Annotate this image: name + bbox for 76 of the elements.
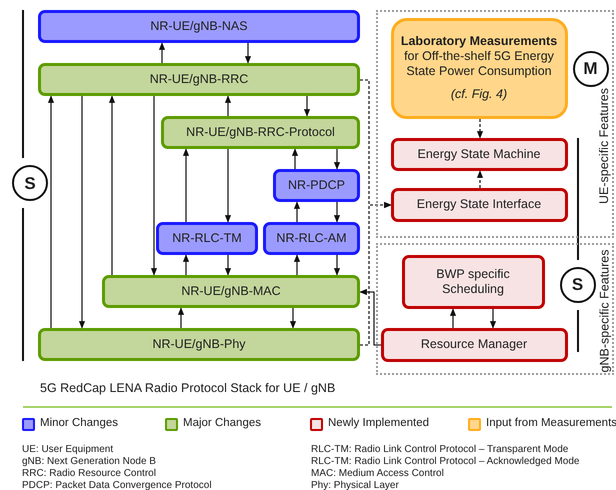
arrow	[182, 148, 190, 222]
module-box	[38, 10, 360, 43]
arrow	[158, 42, 166, 63]
abbreviation-note: Phy: Physical Layer	[311, 480, 399, 490]
category-circle	[560, 266, 596, 302]
module-label: Energy State Interface	[416, 197, 542, 212]
legend-label: Minor Changes	[40, 417, 118, 429]
module-box	[102, 275, 360, 308]
module-label: for Off-the-shelf 5G Energy State Power Consumption	[403, 49, 555, 79]
module-label: Energy State Machine	[418, 146, 540, 162]
legend-label: Newly Implemented	[328, 417, 429, 429]
abbreviation-note: gNB: Next Generation Node B	[22, 456, 156, 468]
module-box	[38, 63, 360, 96]
module-label: NR-UE/gNB-RRC	[150, 72, 248, 87]
arrow	[224, 255, 232, 276]
circle-letter: S	[24, 176, 36, 190]
arrow	[178, 307, 184, 328]
arrow	[150, 96, 158, 276]
arrow	[108, 95, 116, 275]
module-box	[263, 222, 360, 255]
group-label: gNB-specific Features	[596, 250, 611, 372]
module-label: NR-PDCP	[288, 178, 345, 193]
arrow	[224, 149, 232, 223]
abbreviation-note: RRC: Radio Resource Control	[22, 468, 156, 480]
module-box	[38, 328, 360, 361]
arrow	[294, 201, 300, 222]
arrow	[334, 202, 340, 223]
circle-letter: M	[583, 61, 598, 76]
arrow	[476, 119, 484, 139]
module-box	[161, 116, 360, 149]
module-box	[390, 18, 568, 118]
module-label: Laboratory Measurements	[400, 34, 558, 49]
arrow	[360, 202, 392, 346]
circle-letter: S	[572, 277, 584, 292]
abbreviation-note: RLC-TM: Radio Link Control Protocol – Transparent Mode	[311, 444, 568, 456]
module-label: NR-RLC-TM	[172, 231, 242, 246]
abbreviation-note: RLC-TM: Radio Link Control Protocol – Acknowledged Mode	[311, 456, 580, 468]
module-label: Resource Manager	[420, 337, 528, 352]
arrow	[450, 308, 456, 328]
group-label: UE-specific Features	[597, 88, 611, 204]
module-label: NR-RLC-AM	[276, 231, 347, 246]
arrow	[334, 255, 340, 276]
module-label: NR-UE/gNB-MAC	[181, 284, 281, 299]
abbreviation-note: UE: User Equipment	[22, 444, 114, 456]
module-box	[390, 138, 568, 170]
module-box	[156, 222, 258, 255]
caption: 5G RedCap LENA Radio Protocol Stack for UE / gNB	[40, 381, 336, 395]
arrow	[224, 95, 232, 116]
arrow	[294, 254, 300, 275]
arrow	[292, 148, 298, 169]
arrow	[78, 96, 86, 329]
feature-group	[376, 243, 614, 375]
legend-label: Major Changes	[183, 417, 261, 429]
module-box	[402, 254, 544, 308]
module-label: NR-UE/gNB-RRC-Protocol	[186, 125, 335, 140]
arrow	[304, 96, 310, 117]
arrow	[244, 43, 252, 64]
feature-group	[376, 10, 614, 238]
category-circle	[12, 165, 48, 201]
category-circle	[572, 50, 608, 86]
arrow	[48, 95, 54, 328]
arrow	[334, 149, 340, 170]
arrow	[290, 308, 296, 329]
arrow	[490, 309, 496, 329]
module-label: (cf. Fig. 4)	[450, 87, 508, 102]
module-box	[380, 328, 568, 362]
abbreviation-note: MAC: Medium Access Control	[311, 468, 444, 480]
arrow	[359, 288, 381, 346]
module-label: BWP specific Scheduling	[435, 266, 511, 296]
module-box	[390, 188, 568, 222]
module-box	[273, 169, 360, 202]
module-label: NR-UE/gNB-NAS	[150, 19, 248, 34]
arrow	[182, 254, 190, 275]
abbreviation-note: PDCP: Packet Data Convergence Protocol	[22, 480, 212, 490]
module-label: NR-UE/gNB-Phy	[152, 337, 246, 352]
arrow	[476, 170, 484, 188]
